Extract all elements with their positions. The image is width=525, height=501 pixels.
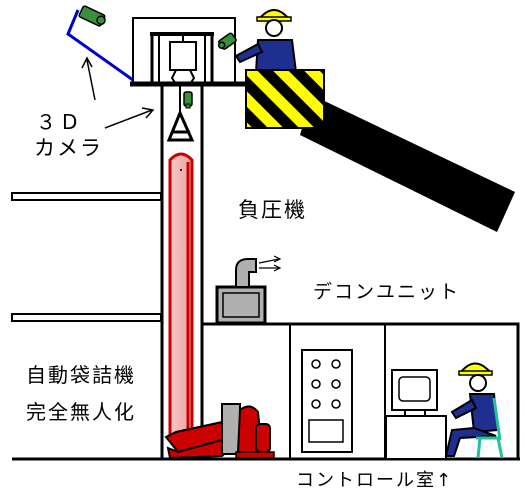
bagging-machine-icon [164,403,275,460]
operator-icon [444,362,504,459]
label-auto-bagging-machine: 自動袋詰機 [26,363,136,387]
camera-pointer-arrow-up [81,56,96,101]
camera-head-icon [78,5,106,27]
label-camera: カメラ [34,136,103,160]
control-cabinet-icon [301,349,353,453]
exhaust-arrows-icon [258,255,282,272]
label-decon-unit: デコンユニット [313,281,461,303]
floor-slab-upper [11,192,162,201]
label-3d: ３D [36,110,84,134]
negative-pressure-machine-icon [215,258,267,325]
camera-pointer-arrow-right [104,107,155,129]
monitor-icon [391,369,438,417]
floor-slab-lower [11,313,162,322]
tube-dot [180,169,182,171]
label-negative-pressure-machine: 負圧機 [238,198,307,222]
handheld-camera-icon [217,32,237,50]
hoist-cable-2 [189,69,196,85]
lift-bucket [245,69,325,129]
camera-on-rod-icon [183,91,193,109]
hoist-box [169,41,197,71]
worker-on-lift-icon [234,9,298,73]
hoist-cable [170,69,177,85]
nozzle-tripod [166,109,195,142]
crane-boom [300,95,515,232]
control-desk [385,415,447,460]
camera-arm [66,9,134,82]
label-control-room: コントロール室↑ [296,470,454,491]
label-fully-unmanned: 完全無人化 [26,400,136,424]
